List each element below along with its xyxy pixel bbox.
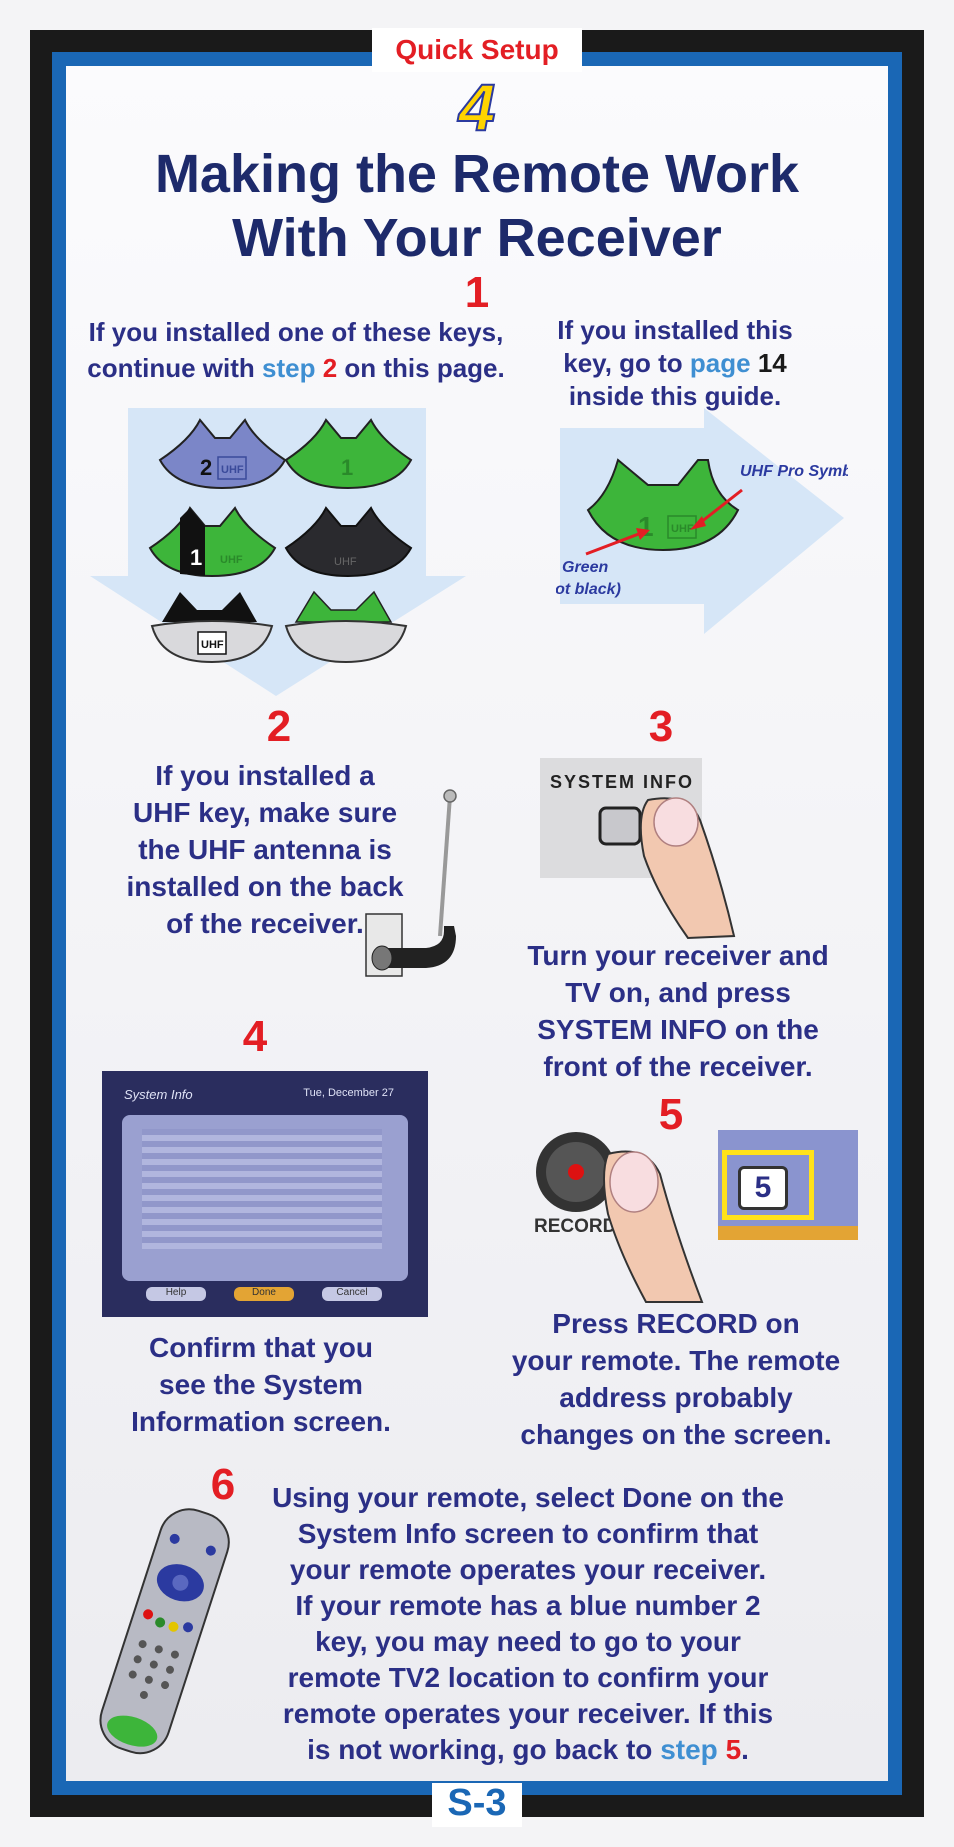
step-4-text: Confirm that you see the System Informat… bbox=[131, 1332, 391, 1437]
remote-address-image: 5 bbox=[718, 1130, 858, 1240]
step-2-text: If you installed a UHF key, make sure th… bbox=[126, 760, 404, 939]
step-4-number: 4 bbox=[242, 1012, 268, 1061]
screen-info-panel bbox=[122, 1115, 408, 1281]
step-5-link[interactable]: step bbox=[660, 1734, 718, 1765]
page-title: Making the Remote Work With Your Receive… bbox=[154, 144, 800, 268]
screen-date: Tue, December 27 bbox=[303, 1087, 394, 1099]
svg-text:(not black): (not black) bbox=[556, 581, 621, 598]
step-1-number: 1 bbox=[464, 268, 490, 317]
content-panel bbox=[66, 66, 888, 1781]
screen-done-button: Done bbox=[234, 1287, 294, 1301]
svg-text:UHF: UHF bbox=[220, 554, 243, 566]
step-5-number: 5 bbox=[658, 1090, 684, 1139]
svg-text:Green: Green bbox=[562, 559, 608, 576]
uhf-antenna-illustration bbox=[365, 789, 457, 977]
uhf-pro-key-right-arrow-illustration: 1 UHF UHF Pro Symbol Green (not black) bbox=[556, 408, 848, 634]
step-3-number: 3 bbox=[648, 702, 674, 751]
svg-text:UHF: UHF bbox=[671, 523, 694, 535]
system-info-screen-image: System Info Tue, December 27 Help Done C… bbox=[102, 1071, 428, 1317]
screen-title: System Info bbox=[124, 1087, 193, 1102]
svg-text:1: 1 bbox=[190, 545, 202, 570]
step-6-text: Using your remote, select Done on the Sy… bbox=[272, 1482, 784, 1765]
svg-text:2: 2 bbox=[200, 455, 212, 480]
quick-setup-tab: Quick Setup bbox=[372, 28, 582, 72]
keys-down-arrow-illustration: 2 UHF 1 1 UHF UHF UHF bbox=[90, 408, 466, 696]
record-button-illustration: RECORD bbox=[534, 1132, 704, 1303]
svg-text:1: 1 bbox=[341, 455, 353, 480]
svg-text:SYSTEM INFO: SYSTEM INFO bbox=[550, 772, 694, 792]
svg-text:RECORD: RECORD bbox=[534, 1216, 616, 1237]
step-3-text: Turn your receiver and TV on, and press … bbox=[527, 940, 829, 1082]
remote-control-illustration bbox=[99, 1508, 230, 1755]
system-info-button-illustration: SYSTEM INFO bbox=[540, 758, 736, 940]
step-2-number: 2 bbox=[266, 702, 292, 751]
screen-cancel-button: Cancel bbox=[322, 1287, 382, 1301]
step-6-number: 6 bbox=[210, 1460, 236, 1509]
step-1-right-text: If you installed this key, go to page 14… bbox=[557, 315, 793, 411]
section-number: 4 bbox=[458, 70, 497, 144]
step-1-left-text: If you installed one of these keys, cont… bbox=[87, 317, 505, 383]
screen-help-button: Help bbox=[146, 1287, 206, 1301]
address-digit: 5 bbox=[738, 1166, 788, 1210]
svg-text:UHF: UHF bbox=[201, 639, 224, 651]
step-5-text: Press RECORD on your remote. The remote … bbox=[511, 1308, 841, 1450]
svg-text:UHF: UHF bbox=[334, 556, 357, 568]
svg-text:UHF: UHF bbox=[221, 464, 244, 476]
page-number: S-3 bbox=[432, 1783, 522, 1827]
svg-text:UHF Pro Symbol: UHF Pro Symbol bbox=[740, 463, 848, 480]
